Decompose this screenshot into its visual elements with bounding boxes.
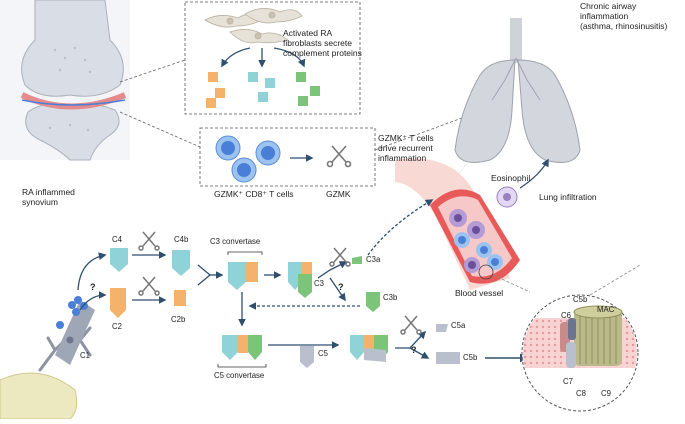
c2b-protein [174,290,186,306]
mac-label: MAC [597,305,615,314]
gzmk-drive-line3: inflammation [378,152,427,163]
t-cell-icon [215,135,281,183]
fibroblast-line1: Activated RA [283,28,333,38]
c3b-label: C3b [383,293,398,302]
gzmk-drive-line1: GZMK⁺ T cells [378,133,434,143]
c5b-protein [436,352,460,364]
c6-label: C6 [561,311,571,320]
scissors-icon [326,145,352,168]
c2b-label: C2b [171,315,186,324]
gzmk-drive-line2: drive recurrent [378,142,433,153]
scissors-icon [329,247,351,267]
question-mark-c3: ? [338,282,344,292]
fibroblast-complement-proteins [206,72,320,108]
c8-label: C8 [576,389,586,398]
lung-icon [454,18,581,163]
ra-synovium-line1: RA inflammed [22,187,75,197]
blood-vessel-label: Blood vessel [455,288,504,298]
pathogen-cell [0,372,78,420]
scissors-icon [138,276,160,296]
lung-infiltration-label: Lung infiltration [539,192,597,202]
c4b-protein [172,250,190,276]
question-mark-c1: ? [90,282,96,292]
mac-c5b-label: C5b [573,295,588,304]
c5b-label: C5b [463,353,478,362]
c1-label: C1 [80,351,90,360]
ra-synovium-line2: synovium [22,196,58,207]
c5-convertase-complex [350,335,388,362]
c2-label: C2 [112,322,122,331]
c9-label: C9 [601,389,611,398]
c3-complex [288,262,312,298]
c3a-protein [352,256,362,264]
c7-label: C7 [563,377,573,386]
c3-convertase-label: C3 convertase [210,237,261,246]
c5a-label: C5a [451,321,466,330]
c3b-protein [366,292,380,312]
c3-convertase-icon [228,262,258,290]
eosinophil-cell [496,186,518,208]
blood-vessel [430,189,520,284]
c4b-label: C4b [174,235,189,244]
c5-convertase-label: C5 convertase [214,371,265,380]
c2-protein [110,288,126,318]
c5-convertase-icon [222,335,262,360]
mac-pore-icon [521,294,639,412]
c3-label: C3 [314,279,324,288]
chronic-airway-label: Chronic airway inflammation (asthma, rhi… [580,1,668,31]
knee-joint-icon [0,0,130,161]
c5-label: C5 [318,349,328,358]
fibroblast-box [184,1,361,115]
question-mark-c5: ? [411,345,417,355]
scissors-icon [400,315,422,335]
gzmk-drive-label: GZMK⁺ T cells drive recurrent inflammati… [378,133,434,163]
fibroblast-line3: complement proteins [283,47,362,58]
c4-label: C4 [112,235,122,244]
fibroblast-icon [204,8,303,44]
chronic-airway-line3: (asthma, rhinosinusitis) [580,20,668,31]
ra-synovium-label: RA inflammed synovium [22,187,75,208]
eosinophil-label: Eosinophil [491,173,531,183]
t-cell-box [199,127,376,187]
c3a-label: C3a [366,255,381,264]
scissors-icon [138,231,160,251]
chronic-airway-line1: Chronic airway [580,1,637,11]
chronic-airway-line2: inflammation [580,10,629,21]
c5a-protein [436,324,448,332]
c4-protein [110,248,128,272]
gzmk-label: GZMK [326,189,351,199]
fibroblast-line2: fibroblasts secrete [283,37,352,48]
c5-protein [300,346,314,368]
gzmk-cells-label: GZMK⁺ CD8⁺ T cells [214,189,294,199]
fibroblast-label: Activated RA fibroblasts secrete complem… [283,28,362,58]
c1-complex [55,296,95,365]
